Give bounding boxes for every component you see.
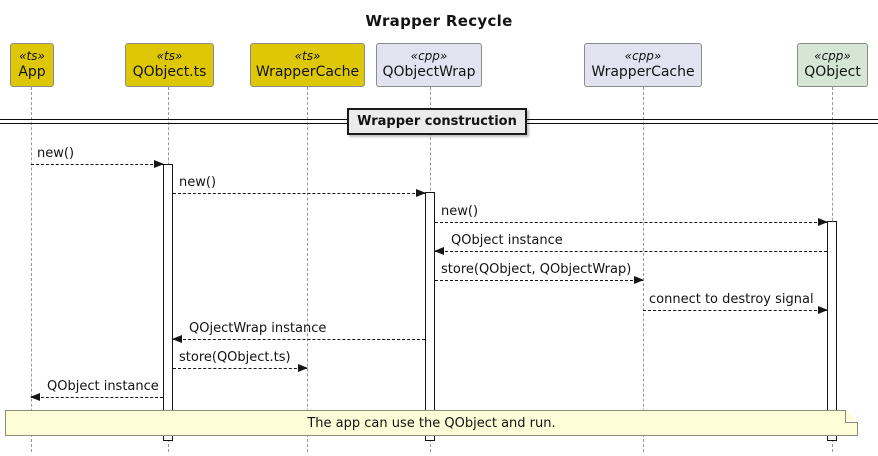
participant-stereotype: «cpp» [814, 48, 851, 63]
message-line [31, 164, 163, 165]
participant-box-wrappercache-cpp: «cpp» WrapperCache [584, 43, 702, 87]
participant-box-qobject-cpp: «cpp» QObject [797, 43, 868, 87]
participant-stereotype: «cpp» [410, 48, 448, 63]
message-line [435, 222, 827, 223]
note-text: The app can use the QObject and run. [307, 415, 556, 431]
message-label: new() [441, 204, 479, 219]
activation-bar-qobjectwrap [425, 192, 435, 441]
note-across: The app can use the QObject and run. [5, 410, 858, 436]
lifeline-wrappercache-cpp [643, 87, 644, 452]
participant-name: QObject.ts [132, 63, 207, 80]
arrowhead-right-icon [298, 364, 308, 372]
message-line [173, 193, 425, 194]
message-line [173, 368, 307, 369]
participant-name: QObject [804, 63, 861, 80]
participant-stereotype: «ts» [19, 48, 45, 63]
participant-name: QObjectWrap [382, 63, 476, 80]
participant-stereotype: «cpp» [624, 48, 662, 63]
message-label: connect to destroy signal [649, 292, 814, 307]
message-new-qobjectts-to-qobjectwrap: new() [173, 175, 426, 197]
message-new-qobjectwrap-to-qobject: new() [435, 204, 828, 226]
message-store-qobject-qobjectwrap: store(QObject, QObjectWrap) [435, 262, 644, 284]
participant-box-qobject-ts: «ts» QObject.ts [125, 43, 214, 87]
activation-bar-qobject-cpp [827, 221, 837, 441]
participant-name: WrapperCache [591, 63, 695, 80]
participant-box-app: «ts» App [10, 43, 54, 87]
participant-stereotype: «ts» [294, 48, 321, 63]
arrowhead-left-icon [172, 335, 182, 343]
arrowhead-left-icon [30, 393, 40, 401]
message-label: new() [37, 146, 75, 161]
participant-name: WrapperCache [255, 63, 360, 80]
arrowhead-right-icon [154, 160, 164, 168]
message-qojectwrap-instance-return: QOjectWrap instance [172, 321, 425, 343]
participant-stereotype: «ts» [156, 48, 183, 63]
note-fold-icon [845, 410, 858, 423]
arrowhead-right-icon [818, 306, 828, 314]
message-store-qobjectts: store(QObject.ts) [173, 350, 308, 372]
message-qobject-instance-return: QObject instance [434, 233, 827, 255]
diagram-title: Wrapper Recycle [365, 12, 513, 30]
lifeline-app [31, 87, 32, 452]
activation-bar-qobject-ts [163, 164, 173, 441]
message-label: QOjectWrap instance [189, 321, 327, 336]
message-qobject-instance-to-app: QObject instance [30, 379, 163, 401]
message-label: QObject instance [451, 233, 563, 248]
message-line [643, 310, 827, 311]
message-line [31, 397, 163, 398]
message-line [435, 280, 643, 281]
message-new-app-to-qobjectts: new() [31, 146, 164, 168]
message-line [435, 251, 827, 252]
arrowhead-right-icon [818, 218, 828, 226]
message-connect-destroy-signal: connect to destroy signal [643, 292, 828, 314]
participant-box-wrappercache-ts: «ts» WrapperCache [250, 43, 365, 87]
message-label: new() [179, 175, 217, 190]
participant-name: App [18, 63, 46, 80]
arrowhead-left-icon [434, 247, 444, 255]
participant-box-qobjectwrap: «cpp» QObjectWrap [376, 43, 482, 87]
arrowhead-right-icon [416, 189, 426, 197]
divider-label: Wrapper construction [347, 108, 527, 135]
message-label: QObject instance [47, 379, 159, 394]
message-line [173, 339, 425, 340]
message-label: store(QObject.ts) [179, 350, 291, 365]
arrowhead-right-icon [634, 276, 644, 284]
message-label: store(QObject, QObjectWrap) [441, 262, 632, 277]
lifeline-wrappercache-ts [307, 87, 308, 452]
